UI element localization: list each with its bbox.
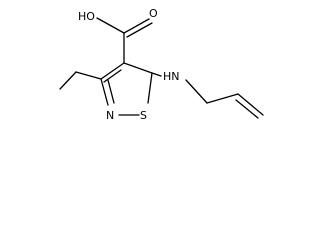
molecule-structure-diagram: HO O HN N S xyxy=(59,7,264,122)
bond-c4-c3-b xyxy=(103,69,122,83)
bond-c5-s1 xyxy=(147,72,153,104)
carbonyl-oxygen-label: O xyxy=(149,7,158,20)
bond-carboxyl-hydroxyl xyxy=(96,17,125,34)
ring-sulfur-label: S xyxy=(140,109,147,122)
amine-label: HN xyxy=(163,70,180,83)
bond-c4-c5 xyxy=(123,62,153,74)
bond-ethyl-ch2-ch3 xyxy=(59,71,77,90)
bond-allyl-ch-ch2-a xyxy=(237,93,264,116)
bond-allyl-ch-ch2-b xyxy=(235,99,259,119)
bond-nh-ch2 xyxy=(185,79,208,104)
bond-n2-c3-a xyxy=(100,78,109,106)
ring-nitrogen-label: N xyxy=(106,109,114,122)
bond-c4-c3-a xyxy=(100,62,125,80)
bond-carboxyl-carbonyl-a xyxy=(123,18,150,34)
bond-allyl-ch2-ch xyxy=(206,93,239,104)
bond-n2-c3-b xyxy=(107,79,115,104)
bond-c5-nh xyxy=(151,72,162,77)
bond-c3-ethyl-ch2 xyxy=(75,71,102,80)
hydroxyl-label: HO xyxy=(78,10,95,23)
bond-carboxyl-carbonyl-b xyxy=(126,22,153,38)
